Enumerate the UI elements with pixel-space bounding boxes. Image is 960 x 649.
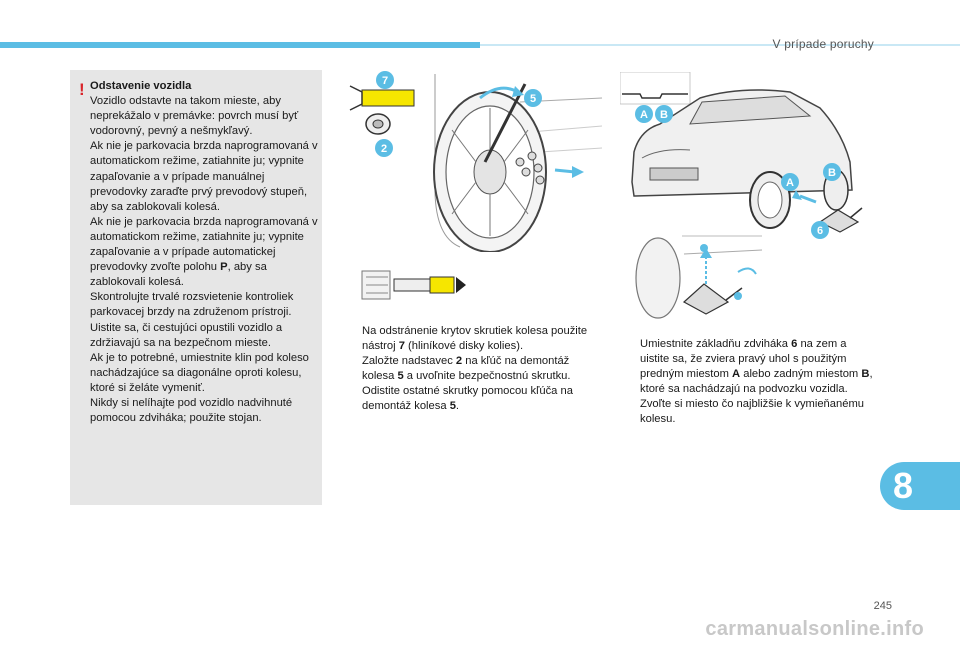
header-divider xyxy=(480,44,960,46)
chapter-tab xyxy=(880,462,960,510)
list-item: Založte nadstavec 2 na kľúč na demontáž … xyxy=(362,355,571,383)
warning-box xyxy=(70,70,322,505)
label-a: A xyxy=(786,177,794,189)
warning-paragraph: Skontrolujte trvalé rozsvietenie kontrol… xyxy=(90,291,294,319)
header-accent-bar xyxy=(0,42,480,48)
section-title: V prípade poruchy xyxy=(772,37,874,51)
label-7: 7 xyxy=(382,75,388,87)
warning-paragraph: Uistite sa, či cestujúci opustili vozidl… xyxy=(90,321,283,349)
list-item: Na odstránenie krytov skrutiek kolesa po… xyxy=(362,325,588,353)
warning-paragraph: Ak je to potrebné, umiestnite klin pod k… xyxy=(90,351,309,394)
wheel-bolt-removal-illustration: 7 2 5 xyxy=(349,71,603,252)
label-b: B xyxy=(828,167,836,179)
vehicle-jack-points-illustration: A B A B 6 xyxy=(620,72,863,239)
label-6: 6 xyxy=(817,225,823,237)
warning-paragraph: Nikdy si nelíhajte pod vozidlo nadvihnut… xyxy=(90,396,293,425)
jack-placement-illustration xyxy=(635,235,763,319)
page-number: 245 xyxy=(873,600,892,612)
warning-title: Odstavenie vozidla xyxy=(90,80,192,92)
label-2: 2 xyxy=(381,143,387,155)
label-b: B xyxy=(660,109,668,121)
label-a: A xyxy=(640,109,648,121)
label-5: 5 xyxy=(530,93,536,105)
socket-wrench-illustration xyxy=(361,270,466,300)
list-item: Umiestnite základňu zdviháka 6 na zem a … xyxy=(640,338,873,426)
jack-instructions: Umiestnite základňu zdviháka 6 na zem a … xyxy=(620,337,878,428)
wheel-bolt-instructions: Na odstránenie krytov skrutiek kolesa po… xyxy=(342,324,598,415)
warning-icon: ! xyxy=(79,80,85,99)
warning-paragraph: Ak nie je parkovacia brzda naprogramovan… xyxy=(90,215,318,289)
watermark: carmanualsonline.info xyxy=(705,618,924,640)
warning-paragraph: Vozidlo odstavte na takom mieste, aby ne… xyxy=(90,95,299,138)
list-item: Odistite ostatné skrutky pomocou kľúča n… xyxy=(362,385,573,413)
warning-paragraph: Ak nie je parkovacia brzda naprogramovan… xyxy=(90,140,318,213)
warning-text: Odstavenie vozidla Vozidlo odstavte na t… xyxy=(90,79,318,426)
chapter-number: 8 xyxy=(893,465,914,506)
